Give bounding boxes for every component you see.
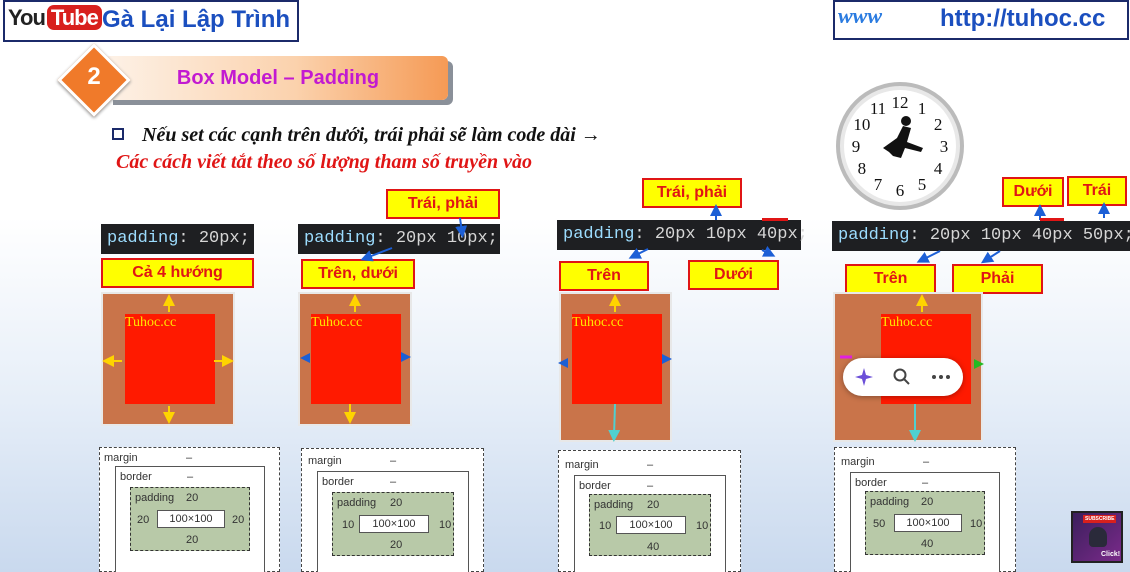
clock-numeral: 8 bbox=[858, 159, 867, 178]
clock-numeral: 7 bbox=[874, 175, 883, 194]
content-size: 100×100 bbox=[894, 514, 962, 532]
brand-text: Tuhoc.cc bbox=[881, 315, 933, 330]
code-padding-4: padding: 20px 10px 40px 50px; bbox=[832, 221, 1130, 251]
label-top: Trên bbox=[845, 264, 936, 294]
content-box: Tuhoc.cc bbox=[311, 314, 401, 404]
bullet-checkbox-icon bbox=[112, 128, 124, 140]
clock-numeral: 6 bbox=[896, 181, 905, 200]
padding-box: padding 20 20 20 20 100×100 bbox=[130, 487, 250, 551]
label-bottom: Dưới bbox=[688, 260, 779, 290]
search-icon[interactable] bbox=[892, 367, 912, 387]
content-box: Tuhoc.cc bbox=[125, 314, 215, 404]
padding-box: padding 20 50 10 40 100×100 bbox=[865, 491, 985, 555]
content-size: 100×100 bbox=[616, 516, 686, 534]
box-model-diagram-2: margin – border – padding 20 10 10 20 10… bbox=[301, 448, 484, 572]
border-box: border – padding 20 10 10 40 100×100 bbox=[574, 475, 726, 572]
box-model-diagram-3: margin – border – padding 20 10 10 40 10… bbox=[558, 450, 741, 572]
arrow-icon bbox=[628, 247, 649, 259]
clock-numeral: 2 bbox=[934, 115, 943, 134]
demo-box-1: Tuhoc.cc bbox=[101, 292, 235, 426]
box-model-diagram-1: margin – border – padding 20 20 20 20 10… bbox=[99, 447, 280, 572]
border-box: border – padding 20 20 20 20 100×100 bbox=[115, 466, 265, 572]
floating-toolbar bbox=[843, 358, 963, 396]
title-bar bbox=[108, 56, 448, 100]
avatar-caption: Click! bbox=[1101, 551, 1121, 558]
subscribe-avatar[interactable]: SUBSCRIBE Click! bbox=[1071, 511, 1123, 563]
clock-numeral: 1 bbox=[918, 99, 927, 118]
arrow-icon bbox=[761, 245, 776, 257]
label-all-sides: Cả 4 hướng bbox=[101, 258, 254, 288]
shorthand-line: Các cách viết tắt theo số lượng tham số … bbox=[116, 151, 533, 173]
label-left-right: Trái, phải bbox=[642, 178, 742, 208]
arrow-icon bbox=[980, 250, 1001, 264]
sparkle-icon[interactable] bbox=[853, 366, 875, 388]
content-size: 100×100 bbox=[359, 515, 429, 533]
header-right-panel bbox=[833, 0, 1129, 40]
clock-numeral: 10 bbox=[853, 115, 870, 134]
slide-number: 2 bbox=[87, 63, 101, 90]
content-box: Tuhoc.cc bbox=[572, 314, 662, 404]
label-bottom: Dưới bbox=[1002, 177, 1064, 207]
clock-numeral: 4 bbox=[934, 159, 943, 178]
label-top-bottom: Trên, dưới bbox=[301, 259, 415, 289]
clock-numeral: 3 bbox=[940, 137, 949, 156]
intro-line: Nếu set các cạnh trên dưới, trái phải sẽ… bbox=[142, 124, 601, 146]
label-left-right: Trái, phải bbox=[386, 189, 500, 219]
clock-numeral: 12 bbox=[892, 93, 909, 112]
label-left: Trái bbox=[1067, 176, 1127, 206]
label-top: Trên bbox=[559, 261, 649, 291]
brand-text: Tuhoc.cc bbox=[572, 315, 624, 330]
globe-www-logo: www bbox=[838, 3, 883, 28]
demo-box-2: Tuhoc.cc bbox=[298, 292, 412, 426]
code-padding-1: padding: 20px; bbox=[101, 224, 254, 254]
avatar-icon bbox=[1089, 527, 1107, 547]
padding-box: padding 20 10 10 40 100×100 bbox=[589, 494, 711, 556]
clock-numeral: 5 bbox=[918, 175, 927, 194]
box-model-diagram-4: margin – border – padding 20 50 10 40 10… bbox=[834, 447, 1016, 572]
padding-box: padding 20 10 10 20 100×100 bbox=[332, 492, 454, 556]
code-padding-2: padding: 20px 10px; bbox=[298, 224, 500, 254]
label-right: Phải bbox=[952, 264, 1043, 294]
clock-numeral: 9 bbox=[852, 137, 861, 156]
more-icon[interactable] bbox=[931, 374, 951, 380]
demo-box-3: Tuhoc.cc bbox=[559, 292, 672, 442]
border-box: border – padding 20 10 10 20 100×100 bbox=[317, 471, 469, 572]
content-size: 100×100 bbox=[157, 510, 225, 528]
code-padding-3: padding: 20px 10px 40px; bbox=[557, 220, 808, 250]
subscribe-badge: SUBSCRIBE bbox=[1083, 515, 1117, 523]
site-url[interactable]: http://tuhoc.cc bbox=[940, 5, 1106, 32]
arrow-icon bbox=[916, 250, 941, 263]
brand-text: Tuhoc.cc bbox=[311, 315, 363, 330]
slide-title: Box Model – Padding bbox=[176, 67, 380, 89]
clock-numeral: 11 bbox=[870, 99, 886, 118]
border-box: border – padding 20 50 10 40 100×100 bbox=[850, 472, 1000, 572]
channel-name: Gà Lại Lập Trình bbox=[102, 6, 291, 33]
brand-text: Tuhoc.cc bbox=[125, 315, 177, 330]
